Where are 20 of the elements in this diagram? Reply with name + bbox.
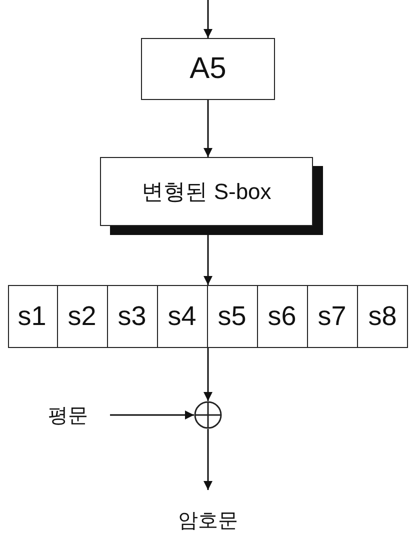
s-box-row bbox=[8, 285, 408, 348]
node-label: s3 bbox=[118, 300, 146, 332]
node-label: 변형된 S-box bbox=[142, 178, 272, 206]
process-box bbox=[141, 38, 275, 100]
node-label: s6 bbox=[268, 300, 296, 332]
arrow bbox=[204, 429, 212, 490]
arrow bbox=[204, 0, 212, 38]
xor-symbol bbox=[194, 401, 222, 429]
arrow bbox=[110, 410, 194, 420]
node-label: A5 bbox=[190, 52, 226, 86]
node-label: s5 bbox=[218, 300, 246, 332]
node-label: s2 bbox=[68, 300, 96, 332]
node-label: s1 bbox=[18, 300, 46, 332]
node-label: s8 bbox=[368, 300, 397, 332]
node-label: 암호문 bbox=[178, 508, 238, 534]
node-label: s4 bbox=[168, 300, 196, 332]
node-label: s7 bbox=[318, 300, 346, 332]
arrow bbox=[204, 100, 212, 157]
arrow bbox=[204, 348, 212, 401]
node-label: 평문 bbox=[48, 404, 88, 428]
